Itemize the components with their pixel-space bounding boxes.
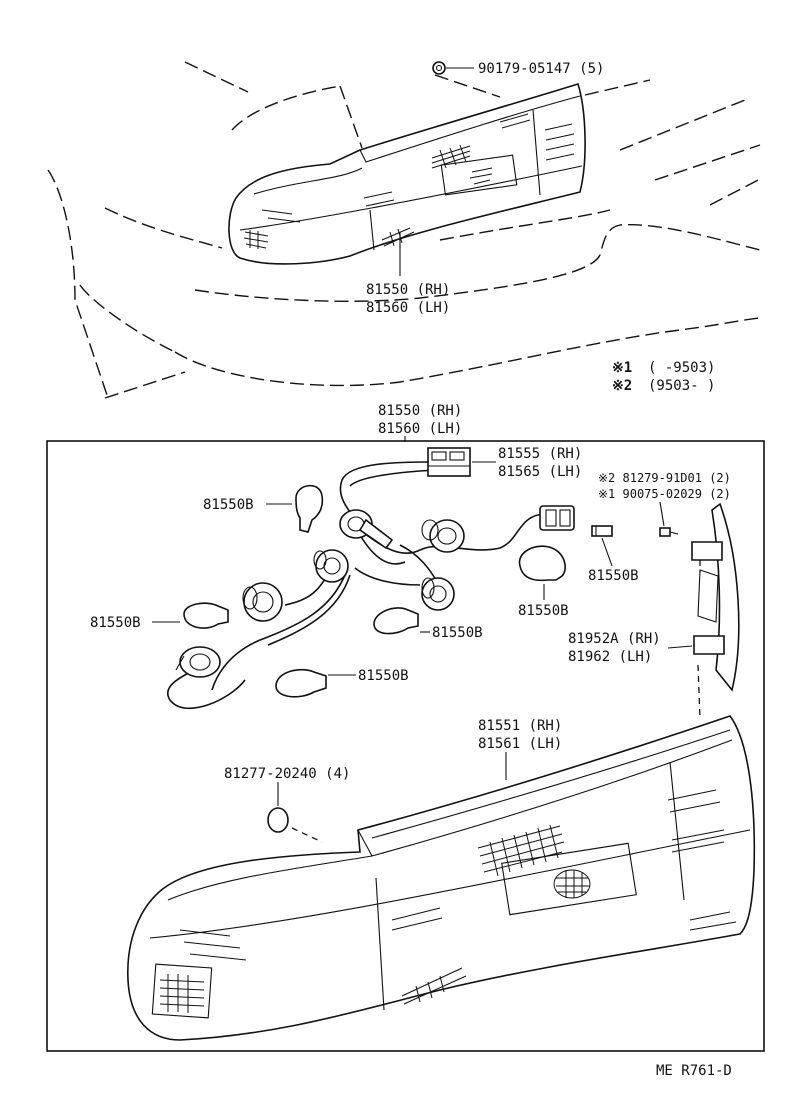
- tail-lamp-installed: [228, 82, 586, 265]
- side-reflector: [691, 502, 740, 692]
- bulb-icon: [518, 545, 566, 582]
- bulb-icon: [275, 668, 327, 698]
- bulb-icon: [373, 607, 419, 635]
- top-lamp-rh-label: 81550 (RH): [366, 282, 450, 298]
- bulb-label-f: 81550B: [588, 568, 639, 584]
- socket-icon: [539, 505, 575, 531]
- diagram-code: ME R761-D: [656, 1063, 732, 1079]
- bulb-icon: [295, 484, 324, 533]
- gasket-label: 81277-20240 (4): [224, 766, 350, 782]
- note-2-mark: ※2: [612, 378, 632, 394]
- lens-lh-label: 81561 (LH): [478, 736, 562, 752]
- vehicle-rear-outline: [47, 61, 763, 399]
- nut-part-label: 90179-05147 (5): [478, 61, 604, 77]
- nut-icon: [432, 61, 446, 75]
- gasket-icon: [267, 807, 289, 833]
- note-2-range: (9503- ): [648, 378, 715, 394]
- bulb-icon: [183, 602, 229, 629]
- exploded-view-frame: [46, 440, 765, 1052]
- reflector-rh-label: 81952A (RH): [568, 631, 661, 647]
- box-assembly-lh-label: 81560 (LH): [378, 421, 462, 437]
- tail-lamp-lens: [127, 715, 756, 1041]
- bulb-label-a: 81550B: [203, 497, 254, 513]
- bulb-label-b: 81550B: [90, 615, 141, 631]
- socket-icon: [175, 646, 221, 678]
- bolt-label-2: ※2 81279-91D01 (2): [598, 471, 731, 485]
- socket-lh-label: 81565 (LH): [498, 464, 582, 480]
- box-assembly-rh-label: 81550 (RH): [378, 403, 462, 419]
- socket-rh-label: 81555 (RH): [498, 446, 582, 462]
- lens-rh-label: 81551 (RH): [478, 718, 562, 734]
- note-1-range: ( -9503): [648, 360, 715, 376]
- top-lamp-lh-label: 81560 (LH): [366, 300, 450, 316]
- connector-icon: [427, 447, 471, 477]
- screw-icon: [659, 527, 679, 537]
- bolt-label-1: ※1 90075-02029 (2): [598, 487, 731, 501]
- note-1-mark: ※1: [612, 360, 632, 376]
- socket-icon: [313, 549, 349, 583]
- socket-icon: [339, 509, 394, 550]
- reflector-lh-label: 81962 (LH): [568, 649, 652, 665]
- socket-icon: [242, 582, 283, 622]
- bulb-label-e: 81550B: [358, 668, 409, 684]
- bulb-label-c: 81550B: [432, 625, 483, 641]
- bulb-icon: [591, 525, 613, 537]
- bulb-label-d: 81550B: [518, 603, 569, 619]
- socket-icon: [421, 577, 455, 611]
- socket-icon: [421, 519, 465, 553]
